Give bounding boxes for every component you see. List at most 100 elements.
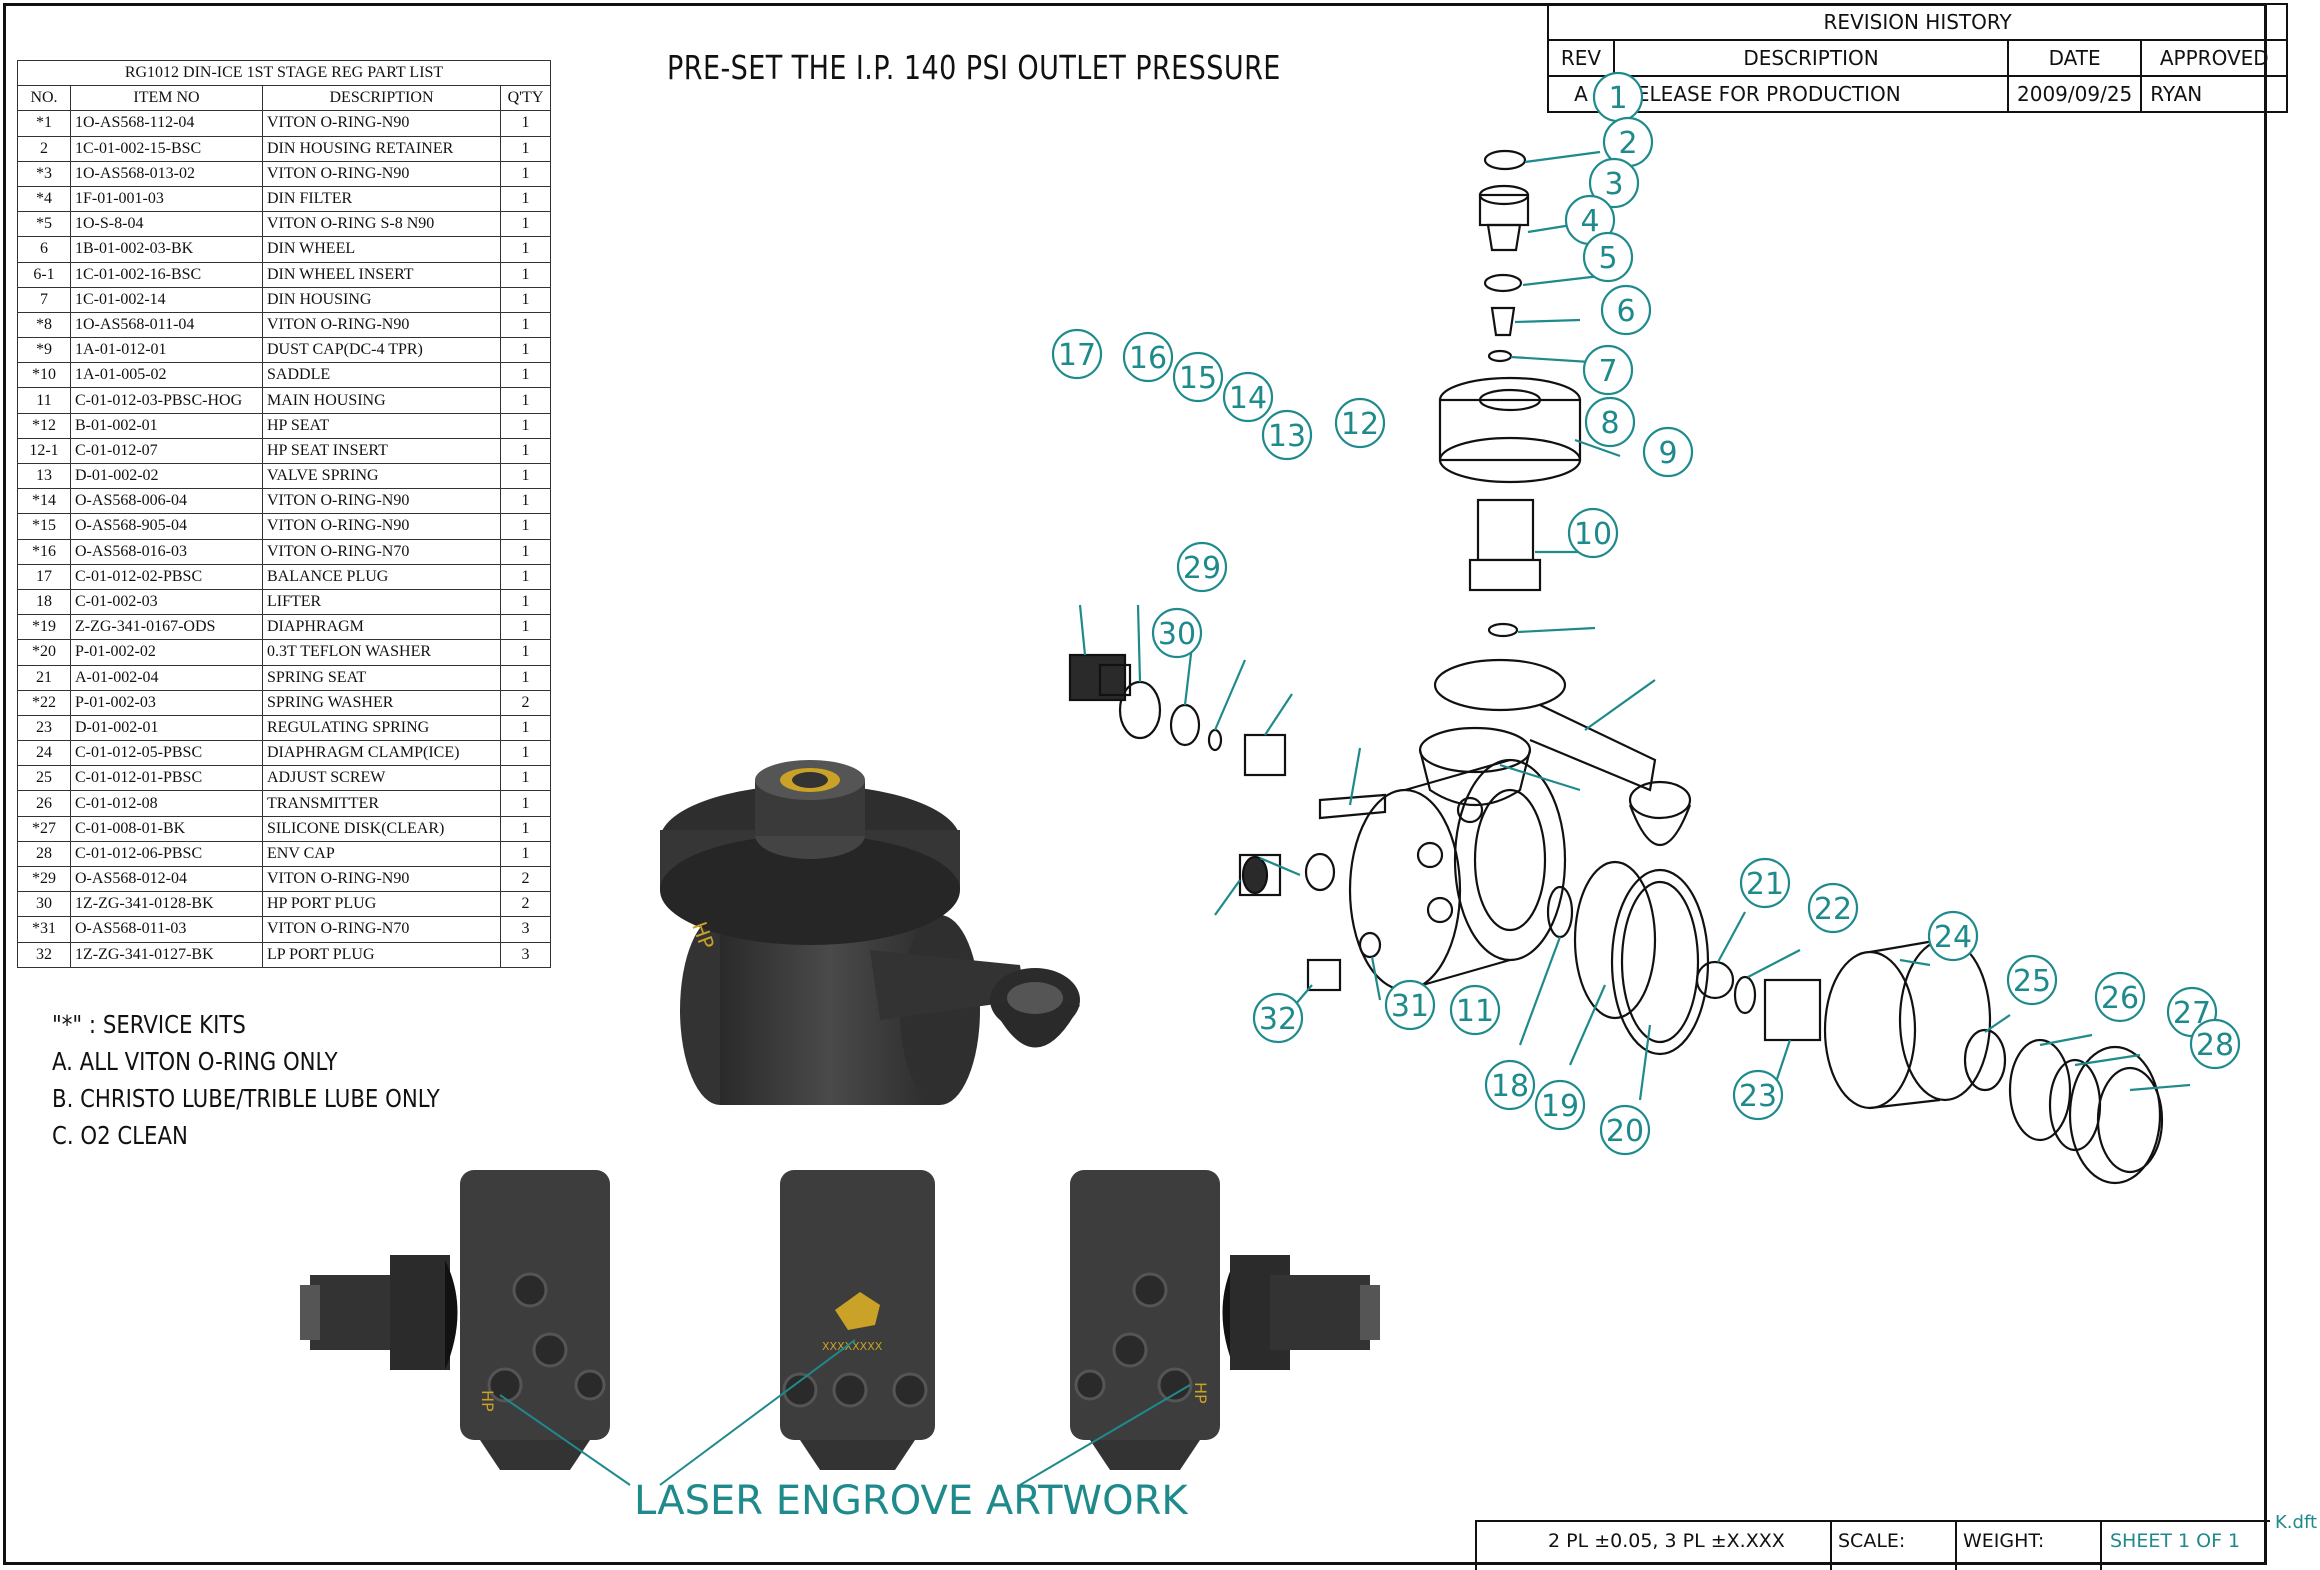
part-no: *29	[17, 865, 71, 893]
part-item-no: Z-ZG-341-0167-ODS	[70, 614, 263, 641]
part-qty: 3	[500, 916, 551, 943]
part-qty: 1	[500, 362, 551, 389]
part-description: VALVE SPRING	[262, 462, 501, 490]
part-description: DUST CAP(DC-4 TPR)	[262, 337, 501, 364]
callout-bubble	[1176, 541, 1228, 593]
part-no: 6-1	[17, 261, 71, 288]
part-no: 6	[17, 236, 71, 263]
revision-table: REVISION HISTORY REV DESCRIPTION DATE AP…	[1546, 3, 2289, 113]
callout-number-24: 24	[1934, 920, 1972, 955]
left-hp-mark: HP	[478, 1390, 497, 1412]
callout-number-6: 6	[1616, 294, 1635, 329]
part-qty: 1	[500, 135, 551, 162]
callout-bubble	[1739, 857, 1791, 909]
part-item-no: 1Z-ZG-341-0128-BK	[70, 891, 263, 918]
part-qty: 1	[500, 412, 551, 439]
part-item-no: 1O-AS568-112-04	[70, 110, 263, 137]
part-qty: 1	[500, 790, 551, 817]
part-description: VITON O-RING S-8 N90	[262, 211, 501, 238]
part-no: *19	[17, 614, 71, 641]
part-no: *22	[17, 689, 71, 716]
rev-header-rev: REV	[1547, 39, 1615, 77]
part-qty: 2	[500, 865, 551, 893]
callout-bubble	[1252, 992, 1304, 1044]
part-qty: 1	[500, 614, 551, 641]
part-no: 23	[17, 714, 71, 742]
part-no: 21	[17, 664, 71, 691]
laser-engrave-label: LASER ENGROVE ARTWORK	[634, 1478, 1188, 1524]
part-item-no: C-01-012-01-PBSC	[70, 765, 263, 792]
rev-value-date: 2009/09/25	[2006, 75, 2143, 113]
part-no: *14	[17, 488, 71, 515]
part-qty: 1	[500, 261, 551, 288]
part-item-no: 1O-S-8-04	[70, 211, 263, 238]
part-description: SILICONE DISK(CLEAR)	[262, 815, 501, 842]
rev-header-date: DATE	[2006, 39, 2143, 77]
callout-bubble	[1567, 507, 1619, 559]
callout-number-17: 17	[1058, 338, 1096, 373]
part-qty: 1	[500, 563, 551, 590]
part-item-no: C-01-012-02-PBSC	[70, 563, 263, 590]
weight-label: WEIGHT:	[1963, 1530, 2045, 1552]
part-description: DIN WHEEL INSERT	[262, 261, 501, 288]
part-qty: 1	[500, 110, 551, 137]
part-description: VITON O-RING-N90	[262, 160, 501, 187]
callout-bubble	[2094, 971, 2146, 1023]
part-item-no: P-01-002-03	[70, 689, 263, 716]
drawing-title: PRE-SET THE I.P. 140 PSI OUTLET PRESSURE	[667, 48, 1281, 87]
part-no: 26	[17, 790, 71, 817]
part-item-no: 1F-01-001-03	[70, 185, 263, 213]
part-item-no: O-AS568-011-03	[70, 916, 263, 943]
part-no: *1	[17, 110, 71, 137]
part-item-no: O-AS568-006-04	[70, 488, 263, 515]
part-description: VITON O-RING-N70	[262, 538, 501, 565]
callout-bubble	[1334, 397, 1386, 449]
note-o2-clean: C. O2 CLEAN	[52, 1121, 188, 1150]
part-qty: 1	[500, 765, 551, 792]
part-no: 7	[17, 286, 71, 313]
part-no: 18	[17, 588, 71, 616]
rev-header-approved: APPROVED	[2140, 39, 2289, 77]
part-description: REGULATING SPRING	[262, 714, 501, 742]
callout-bubble	[1927, 910, 1979, 962]
part-qty: 1	[500, 538, 551, 565]
part-item-no: 1O-AS568-011-04	[70, 311, 263, 339]
callout-bubble	[1484, 1059, 1536, 1111]
part-item-no: D-01-002-02	[70, 462, 263, 490]
note-viton: A. ALL VITON O-RING ONLY	[52, 1047, 338, 1076]
revision-title: REVISION HISTORY	[1546, 3, 2289, 41]
drawing-frame	[3, 3, 2267, 1565]
front-views: HP XXXXXXXX HP	[300, 1170, 1380, 1486]
callout-number-16: 16	[1129, 341, 1167, 376]
rev-value-approved: RYAN	[2140, 75, 2289, 113]
callout-number-1: 1	[1608, 81, 1627, 116]
part-description: DIN FILTER	[262, 185, 501, 213]
callout-bubble	[2189, 1018, 2241, 1070]
part-qty: 1	[500, 840, 551, 868]
part-qty: 1	[500, 664, 551, 691]
callout-number-7: 7	[1598, 354, 1617, 389]
callout-number-15: 15	[1179, 361, 1217, 396]
part-description: TRANSMITTER	[262, 790, 501, 817]
callout-bubble	[1588, 157, 1640, 209]
callout-bubble	[1449, 984, 1501, 1036]
part-description: LIFTER	[262, 588, 501, 616]
part-item-no: P-01-002-02	[70, 639, 263, 666]
part-item-no: C-01-012-05-PBSC	[70, 740, 263, 767]
part-no: *9	[17, 337, 71, 364]
assembled-iso-view: HP	[660, 760, 1080, 1105]
part-qty: 2	[500, 689, 551, 716]
